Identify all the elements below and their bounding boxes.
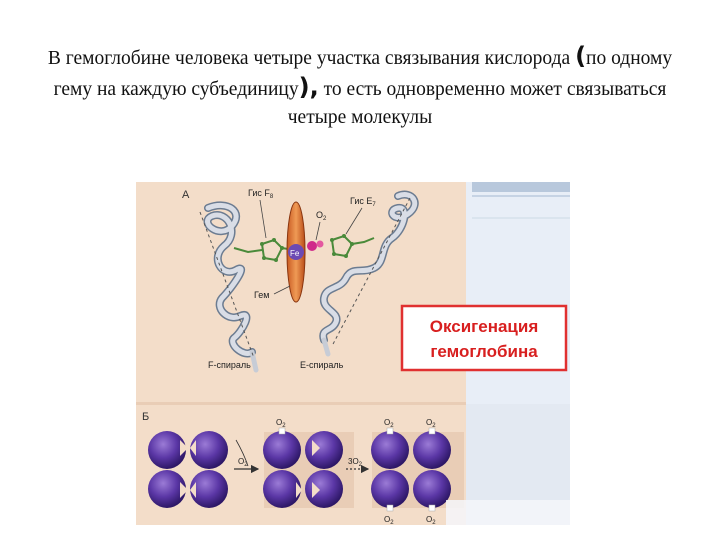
caption-line-1: Оксигенация xyxy=(430,317,539,336)
arrow-1-label: O2 xyxy=(238,457,248,468)
partial-oxy-tetramer xyxy=(263,427,354,508)
slide-title: В гемоглобине человека четыре участка св… xyxy=(40,42,680,132)
o2-top-2a: O2 xyxy=(384,418,394,429)
f-helix-label: F-спираль xyxy=(208,360,251,370)
e-helix-label: E-спираль xyxy=(300,360,344,370)
his-e7-ring xyxy=(330,234,375,258)
caption-line-2: гемоглобина xyxy=(430,342,538,361)
title-comma: , xyxy=(309,73,319,101)
fe-atom xyxy=(288,244,304,260)
arrow-2-label: 3O2 xyxy=(348,457,363,468)
o2-top-2b: O2 xyxy=(426,418,436,429)
deoxy-tetramer xyxy=(148,431,228,508)
o2-label: O2 xyxy=(316,210,327,222)
his-f8-ring xyxy=(233,238,295,262)
o2-bottom-2b: O2 xyxy=(426,515,436,525)
title-part-3: то есть одновременно может связываться ч… xyxy=(287,79,667,128)
fe-label: Fe xyxy=(290,249,300,258)
caption-box xyxy=(400,304,568,372)
hemoglobin-figure: А Б Fe Гис F8 O2 Гис E7 Гем F-спираль xyxy=(136,182,570,525)
title-part-2: по одному гему на каждую субъединицу xyxy=(53,48,673,100)
o2-bottom-2a: O2 xyxy=(384,515,394,525)
title-paren-close: ) xyxy=(298,73,310,101)
o2-top-1: O2 xyxy=(276,418,286,429)
heme-label: Гем xyxy=(254,290,269,300)
panel-a-label: А xyxy=(182,189,190,201)
oxy-tetramer xyxy=(371,427,464,512)
his-e7-label: Гис E7 xyxy=(350,196,376,208)
title-paren-open: ( xyxy=(575,42,587,70)
right-panel-strip xyxy=(472,182,570,192)
title-part-1: В гемоглобине человека четыре участка св… xyxy=(47,48,576,69)
panel-b-label: Б xyxy=(142,411,149,423)
watermark-area xyxy=(446,500,570,525)
bound-o2 xyxy=(307,241,317,251)
his-f8-label: Гис F8 xyxy=(248,188,274,200)
